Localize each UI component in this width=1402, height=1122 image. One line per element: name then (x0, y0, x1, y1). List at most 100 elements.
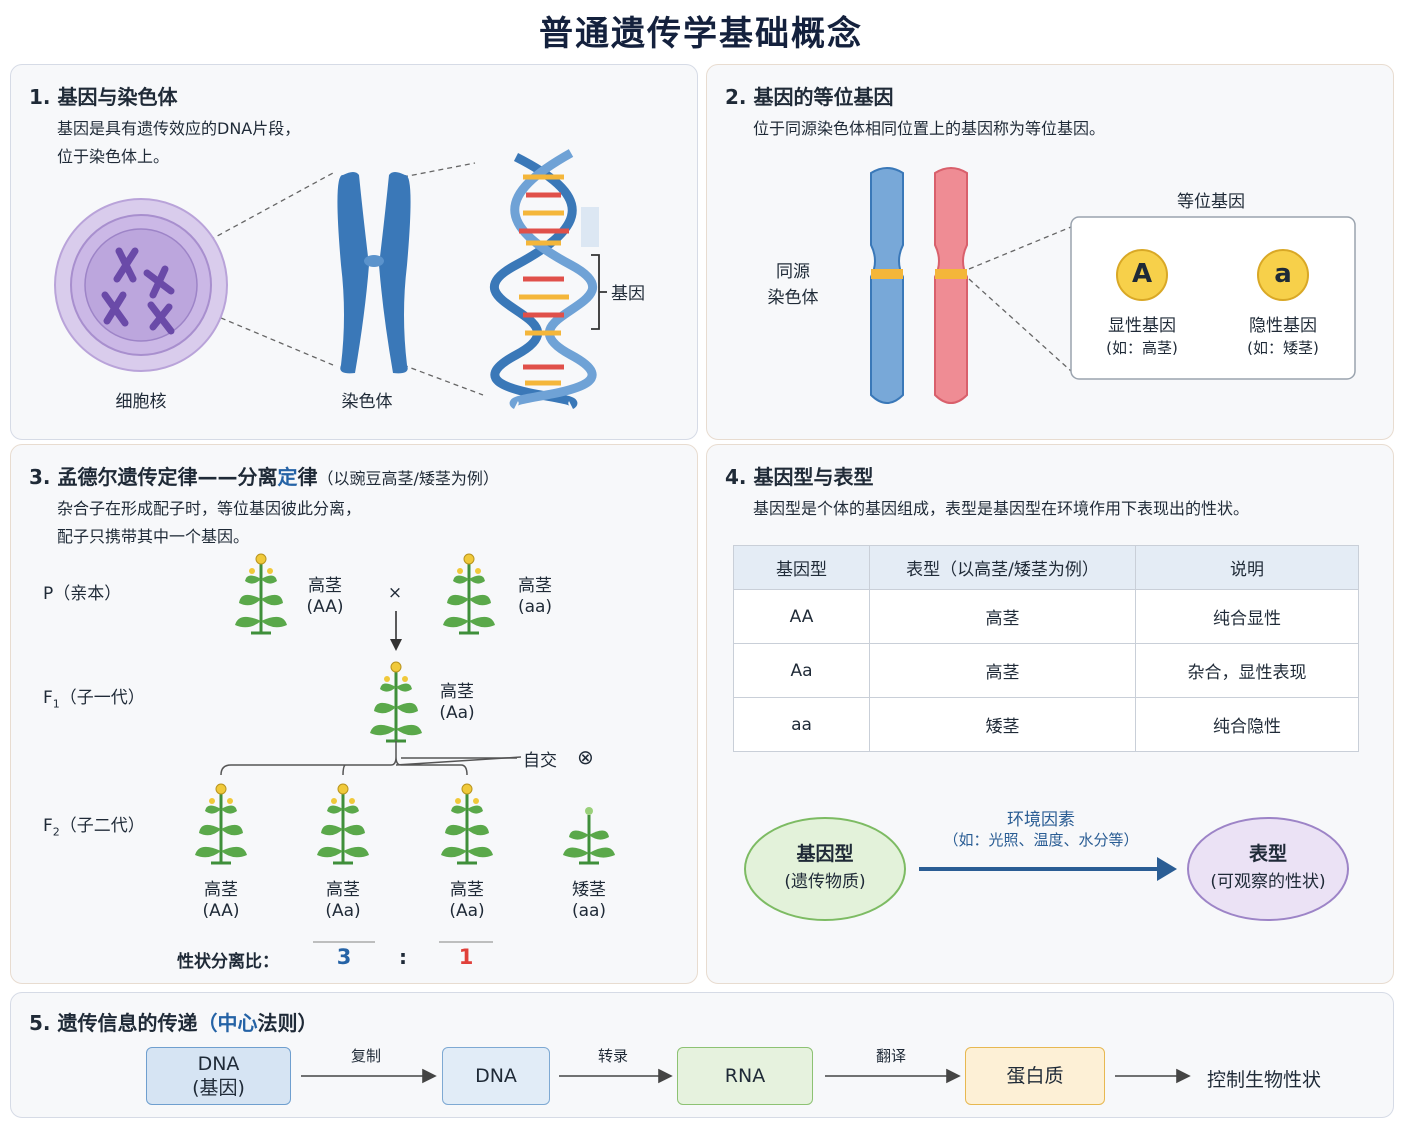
table-cell: Aa (733, 643, 870, 698)
nucleus-label: 细胞核 (115, 392, 167, 412)
translation-label: 翻译 (875, 1047, 906, 1065)
panel-heading: 2. 基因的等位基因 (725, 85, 894, 109)
recessive-symbol: a (1274, 259, 1292, 289)
dominant-allele-icon (1116, 249, 1168, 301)
replication-label: 复制 (350, 1047, 381, 1065)
p2-genotype: (aa) (517, 597, 553, 617)
f1-rest: （子一代） (59, 688, 145, 708)
panel-desc: 位于同源染色体相同位置上的基因称为等位基因。 (753, 119, 1106, 138)
allele-title: 等位基因 (1177, 192, 1245, 212)
panel-desc-line2: 位于染色体上。 (57, 147, 170, 166)
genotype-label: 基因型 (796, 843, 854, 865)
genotype-table: 基因型 表型（以高茎/矮茎为例） 说明 AA 高茎 纯合显性 Aa 高茎 杂合，… (733, 545, 1359, 752)
f1-generation-label: F1（子一代） (43, 683, 145, 710)
dominant-label: 显性基因 (1108, 316, 1176, 336)
table-cell: 杂合，显性表现 (1135, 643, 1359, 698)
f2-plant-1 (193, 782, 249, 865)
gene-bracket (591, 254, 607, 330)
phenotype-sublabel: (可观察的性状) (1210, 872, 1326, 892)
genotype-ellipse (744, 817, 906, 921)
panel-gene-chromosome: 1. 基因与染色体 基因是具有遗传效应的DNA片段， 位于染色体上。 (10, 64, 698, 440)
f2-1-trait: 高茎 (204, 880, 238, 900)
heading-note: （以豌豆高茎/矮茎为例） (317, 469, 499, 488)
f2-sub: 2 (52, 825, 60, 839)
panel-heading: 4. 基因型与表型 (725, 465, 874, 489)
f2-3-trait: 高茎 (450, 880, 484, 900)
environment-label: 环境因素 (1007, 810, 1075, 830)
panel-desc-line1: 杂合子在形成配子时，等位基因彼此分离， (57, 499, 362, 518)
ratio-colon: : (399, 945, 407, 969)
recessive-example: (如：矮茎) (1247, 339, 1319, 357)
heading-part2: （中心 (197, 1011, 258, 1035)
panel-heading: 5. 遗传信息的传递（中心法则） (29, 1007, 317, 1036)
f2-4-trait: 矮茎 (572, 880, 606, 900)
dominant-example: (如：高茎) (1106, 339, 1178, 357)
heading-part1: 5. 遗传信息的传递 (29, 1011, 198, 1035)
p2-trait: 高茎 (518, 576, 552, 596)
panel-desc-line1: 基因是具有遗传效应的DNA片段， (57, 119, 301, 138)
table-cell: 高茎 (869, 643, 1136, 698)
f2-4-genotype: (aa) (571, 901, 607, 921)
f1-main: F (43, 688, 53, 708)
panel-heading: 1. 基因与染色体 (29, 85, 178, 109)
genotype-sublabel: (遗传物质) (784, 872, 866, 892)
f1-genotype: (Aa) (439, 703, 475, 723)
chromosome-label: 染色体 (341, 392, 393, 412)
recessive-allele-icon (1257, 249, 1309, 301)
gene-label: 基因 (611, 284, 645, 304)
phenotype-label: 表型 (1248, 843, 1287, 865)
table-row: aa 矮茎 纯合隐性 (733, 697, 1359, 752)
chromosome-red-icon (934, 167, 968, 404)
dna-box: DNA (442, 1047, 550, 1105)
central-dogma-arrows (301, 1068, 1191, 1084)
dna-gene-box: DNA (基因) (146, 1047, 291, 1105)
chromosome-icon (337, 172, 411, 374)
heading-part1: 3. 孟德尔遗传定律——分离 (29, 465, 278, 489)
homologous-chromosomes (870, 167, 1356, 404)
f2-plant-2 (315, 782, 371, 865)
f2-plant-4-short (561, 805, 617, 865)
table-cell: 纯合隐性 (1135, 697, 1359, 752)
table-cell: AA (733, 589, 870, 644)
table-cell: 矮茎 (869, 697, 1136, 752)
genotype-phenotype-flow (744, 817, 1349, 921)
ratio-label: 性状分离比： (177, 952, 279, 972)
table-header-row: 基因型 表型（以高茎/矮茎为例） 说明 (733, 545, 1359, 590)
f2-plant-3 (439, 782, 495, 865)
protein-box: 蛋白质 (965, 1047, 1105, 1105)
environment-sublabel: （如：光照、温度、水分等） (943, 831, 1139, 849)
f2-2-trait: 高茎 (326, 880, 360, 900)
dna-gene-box-line1: DNA (197, 1053, 240, 1075)
page-title: 普通遗传学基础概念 (539, 14, 863, 54)
dominant-symbol: A (1131, 259, 1153, 289)
f1-trait: 高茎 (440, 682, 474, 702)
f2-1-genotype: (AA) (202, 901, 240, 921)
self-cross-symbol: ⊗ (577, 745, 594, 769)
trait-control-label: 控制生物性状 (1207, 1069, 1322, 1091)
ratio-dominant: 3 (336, 945, 352, 969)
f1-sub: 1 (52, 697, 60, 711)
ratio-recessive: 1 (458, 945, 474, 969)
recessive-label: 隐性基因 (1249, 316, 1317, 336)
table-header-cell: 说明 (1135, 545, 1359, 590)
parent-plant-aa-recessive (441, 552, 497, 635)
panel-alleles: 2. 基因的等位基因 位于同源染色体相同位置上的基因称为等位基因。 同源 染色体… (706, 64, 1394, 440)
cell-nucleus-icon (54, 198, 228, 372)
chromosome-blue-icon (870, 167, 904, 404)
panel-desc: 基因型是个体的基因组成，表型是基因型在环境作用下表现出的性状。 (753, 499, 1250, 518)
f2-2-genotype: (Aa) (325, 901, 361, 921)
parent-plant-aa-dominant (233, 552, 289, 635)
panel-heading: 3. 孟德尔遗传定律——分离定律（以豌豆高茎/矮茎为例） (29, 461, 499, 490)
panel-central-dogma: 5. 遗传信息的传递（中心法则） DNA (基因) DNA RNA 蛋白质 控制… (10, 992, 1394, 1118)
transcription-label: 转录 (597, 1047, 628, 1065)
heading-part3: 法则） (257, 1011, 318, 1035)
gene-chromosome-illustration (54, 149, 607, 410)
heading-part2: 定 (277, 465, 298, 489)
p-generation-label: P（亲本） (43, 584, 122, 604)
f2-generation-label: F2（子二代） (43, 811, 145, 838)
cross-symbol: × (387, 583, 403, 603)
table-row: Aa 高茎 杂合，显性表现 (733, 643, 1359, 698)
table-cell: 高茎 (869, 589, 1136, 644)
f2-main: F (43, 816, 53, 836)
p1-trait: 高茎 (308, 576, 342, 596)
